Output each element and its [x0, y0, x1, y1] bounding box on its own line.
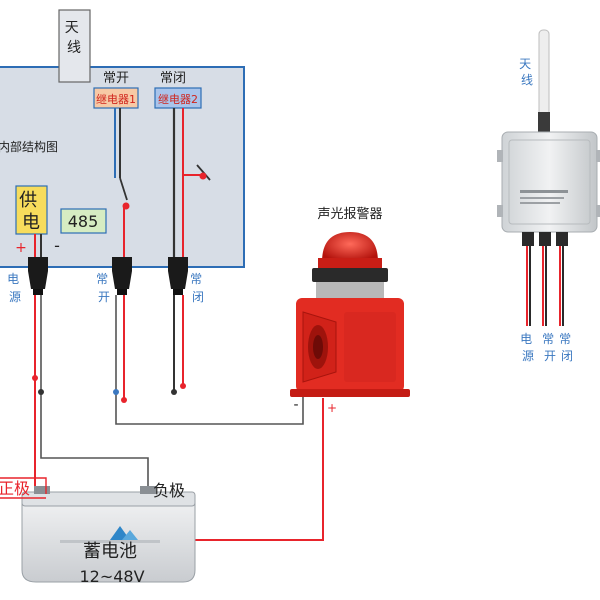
normally-closed-header: 常闭: [160, 71, 186, 86]
power-negative-node: [38, 389, 44, 395]
antenna-label: 天 线: [65, 20, 83, 56]
battery-positive-bracket: [0, 477, 47, 494]
battery-name: 蓄电池: [83, 541, 137, 562]
rs485-box: [60, 208, 107, 234]
nc-terminal-connector: [168, 257, 188, 295]
no-terminal-label-line1: 常: [96, 272, 108, 286]
device-no-label: 常 开: [542, 332, 558, 363]
device-antenna-label: 天 线: [519, 57, 535, 87]
power-terminal-label-line1: 电: [7, 272, 19, 286]
battery-negative-label: 负极: [153, 481, 185, 500]
nc-terminal-label-line1: 常: [190, 272, 202, 286]
no-terminal-label-line2: 开: [98, 290, 110, 304]
power-minus-sign: -: [54, 236, 60, 255]
device-nc-label-line2: 闭: [561, 349, 573, 363]
device-no-label-line1: 常: [542, 332, 554, 346]
alarm-minus-sign: -: [293, 397, 298, 413]
rs485-label: 485: [68, 212, 99, 231]
battery-positive-label: 正极: [0, 479, 30, 498]
no-terminal-label: 常 开: [96, 272, 112, 304]
power-box: [15, 185, 48, 235]
no-terminal-node-blue: [113, 389, 119, 395]
device-nc-label: 常 闭: [559, 332, 575, 363]
device-power-label: 电 源: [520, 332, 536, 363]
device-nc-label-line1: 常: [559, 332, 571, 346]
battery: [21, 486, 196, 583]
nc-terminal-label: 常 闭: [190, 272, 206, 304]
antenna-label-line1: 天: [65, 20, 79, 36]
alarm-plus-sign: +: [327, 401, 337, 415]
power-negative-wire: [40, 295, 149, 492]
power-terminal-label-line2: 源: [9, 290, 21, 304]
alarm-title: 声光报警器: [317, 206, 382, 222]
antenna-label-line2: 线: [67, 40, 81, 56]
alarm-device: [290, 232, 410, 397]
device-antenna-label-line2: 线: [521, 73, 533, 87]
relay2-label: 继电器2: [158, 93, 198, 106]
nc-terminal-label-line2: 闭: [192, 290, 204, 304]
power-box-label-line2: 电: [22, 212, 40, 233]
power-box-label-line1: 供: [19, 190, 37, 211]
device-enclosure: [497, 131, 600, 246]
relay2-switch-blade: [196, 164, 211, 181]
power-positive-node: [32, 375, 38, 381]
internal-structure-label: 内部结构图: [0, 139, 58, 154]
antenna-box: [58, 9, 91, 83]
relay2-contact: [199, 172, 207, 180]
nc-terminal-node-red: [180, 383, 186, 389]
device-power-label-line2: 源: [522, 349, 534, 363]
relay1-label: 继电器1: [96, 93, 136, 106]
no-terminal-connector: [112, 257, 132, 295]
power-box-label: 供 电: [19, 190, 43, 233]
device-antenna-label-line1: 天: [519, 57, 531, 71]
device-antenna: [538, 29, 550, 134]
battery-voltage: 12~48V: [79, 567, 144, 586]
nc-terminal-node-black: [171, 389, 177, 395]
power-terminal-label: 电 源: [7, 272, 23, 304]
normally-open-header: 常开: [103, 71, 129, 86]
relay1-switch-blade: [119, 177, 128, 201]
power-plus-sign: +: [15, 240, 27, 256]
no-terminal-node-red: [121, 397, 127, 403]
device-power-label-line1: 电: [520, 332, 532, 346]
power-terminal-connector: [28, 257, 48, 295]
relay2-box: [154, 87, 202, 109]
device-no-label-line2: 开: [544, 349, 556, 363]
no-terminal-to-alarm-wire: [115, 295, 304, 425]
